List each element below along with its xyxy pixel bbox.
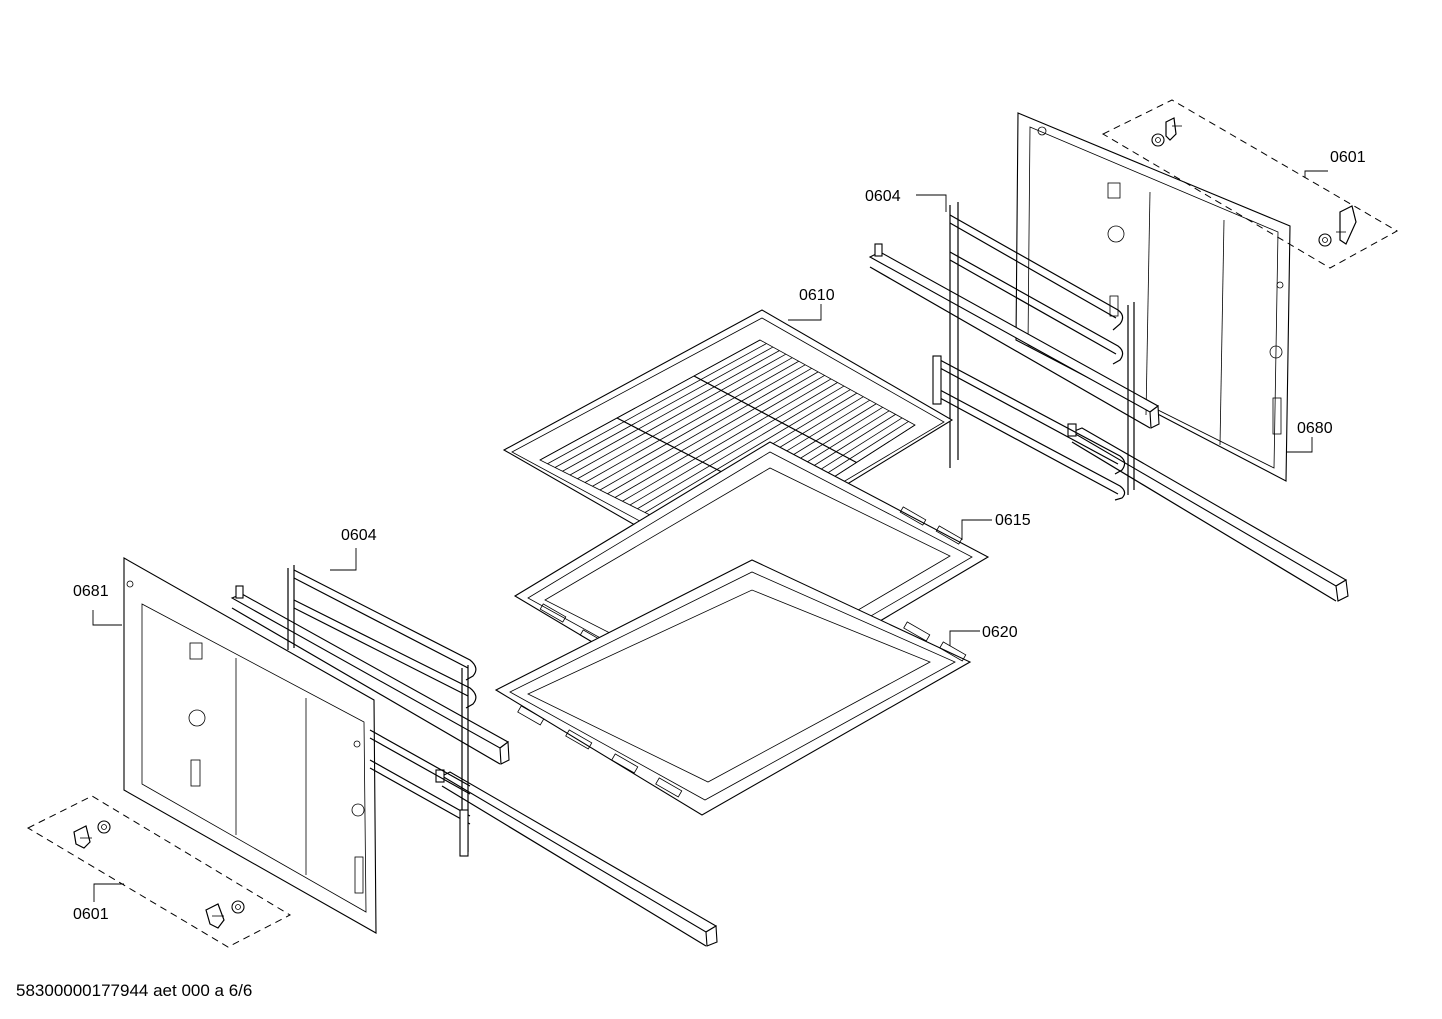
grid-wire [539,339,761,461]
grid-wire [569,353,787,476]
callout-0620: 0620 [982,624,1018,641]
left-telescopic-rail-upper [230,585,510,765]
grid-wire [554,346,774,468]
document-footer-code: 58300000177944 aet 000 a 6/6 [16,981,253,1000]
grid-wire [577,357,793,480]
grid-wire [592,364,806,487]
grid-wire [644,389,851,513]
callout-0610: 0610 [799,287,835,304]
grid-wire [637,385,845,510]
grid-wire [629,382,838,506]
callout-leaders [92,170,1328,902]
left-side-wall-panel [123,557,377,934]
callout-0680: 0680 [1297,420,1333,437]
callout-0601-top: 0601 [1330,149,1366,166]
left-shelf-support-frame [287,565,477,857]
grid-wire [584,360,799,483]
right-side-wall-panel [1015,112,1291,482]
callout-0604-left: 0604 [341,527,377,544]
grid-wire [607,371,819,495]
grid-wire [562,350,780,472]
deep-roasting-pan [494,559,972,816]
grid-cross-bar [693,375,857,464]
grid-wire [547,343,767,465]
grid-wire [599,367,812,491]
callout-0601-bottom: 0601 [73,906,109,923]
right-telescopic-rail-long [1067,423,1349,602]
callout-0615: 0615 [995,512,1031,529]
bottom-left-hardware-kit [26,795,292,948]
grid-wire [614,375,825,498]
right-telescopic-rail-upper [868,243,1160,429]
callout-0681: 0681 [73,583,109,600]
right-shelf-support-frame [932,202,1135,501]
callout-0604-top: 0604 [865,188,901,205]
grid-wire [622,378,832,502]
top-right-hardware-kit [1101,99,1399,269]
